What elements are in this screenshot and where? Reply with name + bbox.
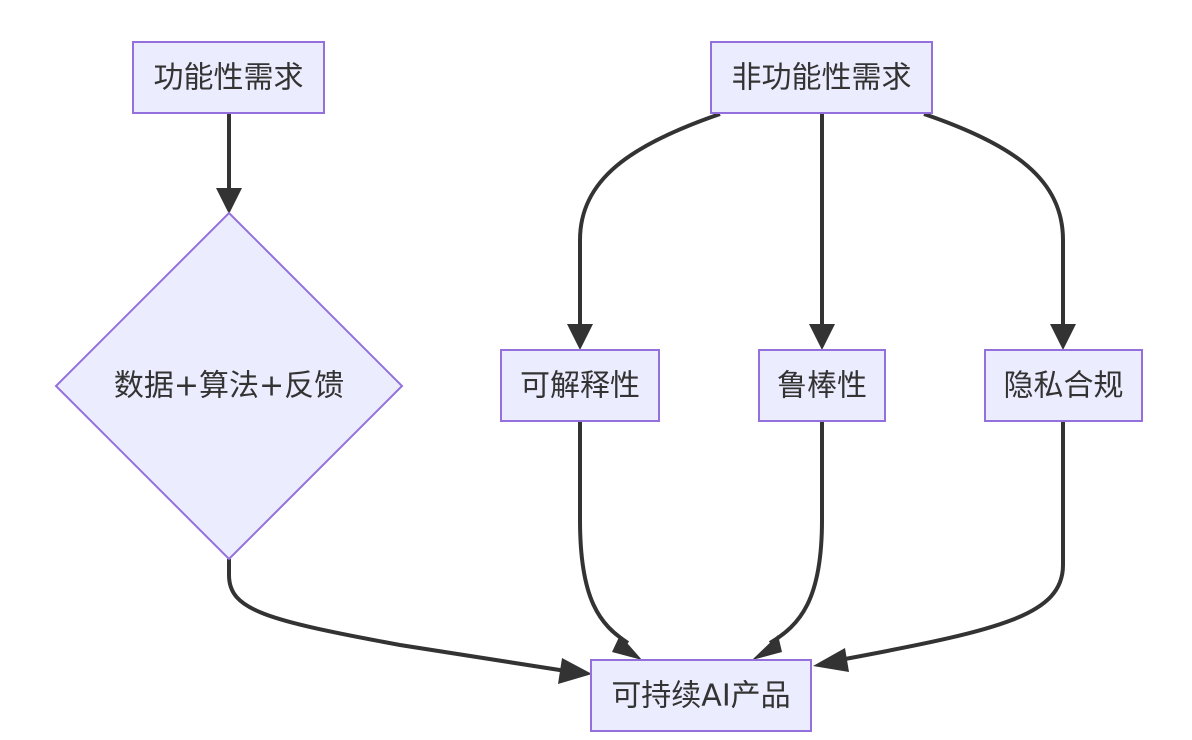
node-explainability-label: 可解释性 — [520, 369, 640, 404]
arrowhead-product-from-core — [558, 658, 592, 684]
arrowhead-explainability — [567, 324, 593, 350]
node-nonfunctional-label: 非功能性需求 — [732, 61, 912, 96]
node-functional: 功能性需求 — [132, 41, 325, 114]
arrowhead-core — [216, 188, 242, 214]
node-product-label: 可持续AI产品 — [611, 679, 790, 714]
arrowhead-robustness — [809, 324, 835, 350]
node-core: 数据+算法+反馈 — [54, 211, 404, 561]
edge-nonfunctional-to-privacy — [923, 112, 1065, 324]
edge-privacy-to-product — [844, 422, 1065, 661]
node-functional-label: 功能性需求 — [154, 61, 304, 96]
arrowhead-product-from-explainability — [612, 635, 642, 660]
arrowhead-product-from-robustness — [752, 635, 782, 660]
node-core-label: 数据+算法+反馈 — [114, 369, 344, 404]
edges — [216, 112, 1076, 684]
arrowhead-privacy — [1050, 324, 1076, 350]
node-product: 可持续AI产品 — [590, 659, 812, 732]
edge-core-to-product — [227, 559, 567, 673]
node-nonfunctional: 非功能性需求 — [710, 41, 933, 114]
node-privacy-label: 隐私合规 — [1004, 369, 1124, 404]
node-privacy: 隐私合规 — [984, 349, 1143, 422]
arrowhead-product-from-privacy — [813, 648, 849, 672]
node-explainability: 可解释性 — [500, 349, 660, 422]
edge-explainability-to-product — [578, 422, 630, 645]
node-robustness: 鲁棒性 — [758, 349, 886, 422]
node-robustness-label: 鲁棒性 — [777, 369, 867, 404]
edge-nonfunctional-to-explainability — [578, 112, 721, 324]
edge-robustness-to-product — [768, 422, 824, 645]
